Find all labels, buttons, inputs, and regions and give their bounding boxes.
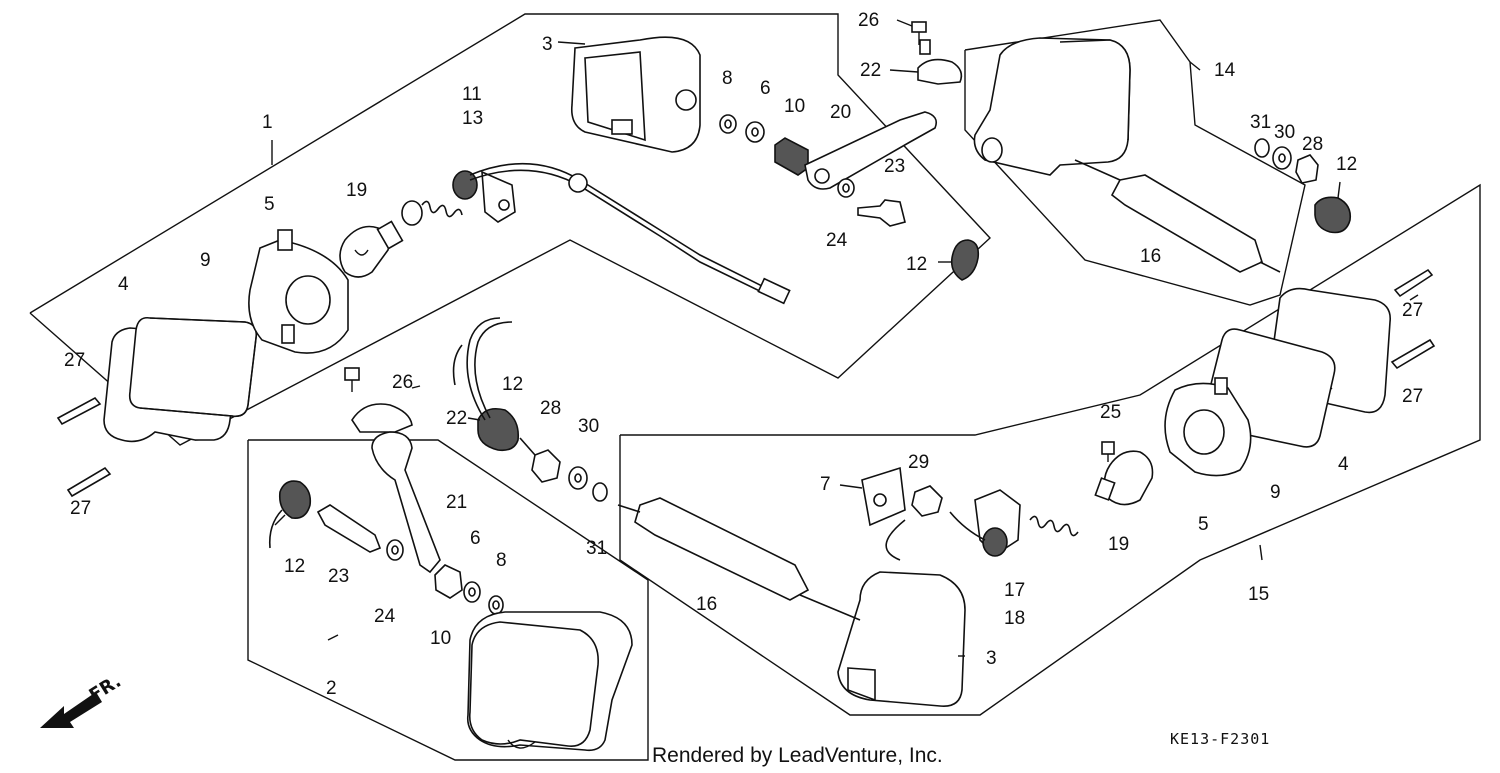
stay-20 <box>804 111 938 190</box>
stay-21 <box>371 431 441 574</box>
callout-12: 12 <box>906 254 927 275</box>
stem-16-upper <box>1074 159 1281 273</box>
callout-14: 14 <box>1214 60 1236 81</box>
grommet-12-upper <box>950 239 980 281</box>
callout-2: 2 <box>326 678 337 699</box>
callout-16: 16 <box>696 594 717 615</box>
bolt-23-lower <box>316 504 382 553</box>
callout-15: 15 <box>1248 584 1269 605</box>
washer-24-lower <box>386 539 404 561</box>
callout-11: 11 <box>462 84 482 105</box>
front-arrow-icon: FR. <box>40 671 125 728</box>
grommet-12-upper-right <box>1314 196 1352 234</box>
callout-6: 6 <box>470 528 481 549</box>
stem-16-right <box>617 497 861 621</box>
callout-9: 9 <box>1270 482 1281 503</box>
callout-24: 24 <box>826 230 848 251</box>
callout-27: 27 <box>1402 386 1423 407</box>
grommet-12-lower <box>268 480 312 549</box>
grommet-harness-12-center <box>452 317 536 456</box>
callout-30: 30 <box>578 416 599 437</box>
callout-5: 5 <box>264 194 275 215</box>
harness-upper-left <box>469 162 791 305</box>
callout-12: 12 <box>284 556 305 577</box>
callout-21: 21 <box>446 492 467 513</box>
callout-6: 6 <box>760 78 771 99</box>
callout-26: 26 <box>858 10 879 31</box>
callout-27: 27 <box>64 350 85 371</box>
screw-26-lower <box>344 367 360 392</box>
callout-19: 19 <box>346 180 367 201</box>
callout-4: 4 <box>118 274 129 295</box>
callout-28: 28 <box>540 398 561 419</box>
callout-31: 31 <box>1250 112 1271 133</box>
callout-4: 4 <box>1338 454 1349 475</box>
callout-26: 26 <box>392 372 413 393</box>
callout-12: 12 <box>502 374 523 395</box>
callout-23: 23 <box>884 156 905 177</box>
callout-22: 22 <box>860 60 881 81</box>
callout-29: 29 <box>908 452 929 473</box>
screws-27-left <box>56 396 112 498</box>
callout-30: 30 <box>1274 122 1295 143</box>
callout-9: 9 <box>200 250 211 271</box>
callout-1: 1 <box>262 112 273 133</box>
washer-8-upper <box>719 114 737 134</box>
clamp-22-lower <box>351 403 413 433</box>
screw-25 <box>1101 441 1115 462</box>
washer-24-upper <box>837 178 855 198</box>
callout-16: 16 <box>1140 246 1161 267</box>
callout-12: 12 <box>1336 154 1357 175</box>
callout-25: 25 <box>1100 402 1121 423</box>
bulb-right <box>1094 450 1154 506</box>
callout-20: 20 <box>830 102 851 123</box>
washers-6-8-lower <box>463 581 504 615</box>
callout-24: 24 <box>374 606 396 627</box>
lockwasher-6-upper <box>745 121 765 143</box>
callout-5: 5 <box>1198 514 1209 535</box>
callout-23: 23 <box>328 566 349 587</box>
callout-18: 18 <box>1004 608 1025 629</box>
bulb-upper-left <box>339 220 404 278</box>
housing-upper-right <box>973 37 1131 176</box>
callout-10: 10 <box>430 628 451 649</box>
callout-13: 13 <box>462 108 483 129</box>
assembly-outlines <box>29 13 1481 761</box>
socket-plate-upper-left <box>248 229 349 354</box>
callout-27: 27 <box>1402 300 1423 321</box>
housing-lower-left <box>466 611 633 752</box>
callout-3: 3 <box>542 34 553 55</box>
nut-29-and-bracket-7 <box>861 466 986 561</box>
housing-upper <box>570 36 701 153</box>
screw-26-upper <box>911 21 927 45</box>
callout-8: 8 <box>496 550 507 571</box>
callout-10: 10 <box>784 96 805 117</box>
bolt-23-upper <box>857 199 906 227</box>
screws-27-right <box>1390 268 1436 370</box>
leader-lines <box>271 19 1419 657</box>
socket-spring-right <box>974 489 1079 557</box>
washers-31-30-28-center <box>531 449 608 502</box>
callout-28: 28 <box>1302 134 1323 155</box>
washers-31-30-28-upper <box>1254 138 1319 184</box>
callout-3: 3 <box>986 648 997 669</box>
callout-8: 8 <box>722 68 733 89</box>
callout-7: 7 <box>820 474 831 495</box>
credit-text: Rendered by LeadVenture, Inc. <box>652 744 943 767</box>
callout-27: 27 <box>70 498 91 519</box>
clamp-22-upper <box>917 39 963 85</box>
nut-10-upper <box>774 137 809 176</box>
callout-31: 31 <box>586 538 607 559</box>
socket-spring-upper-left <box>401 170 516 226</box>
callout-17: 17 <box>1004 580 1025 601</box>
housing-right <box>837 571 966 707</box>
diagram-code: KE13-F2301 <box>1170 730 1270 748</box>
callout-labels: 1 2 3 3 4 4 5 5 6 6 7 8 8 9 9 10 10 11 1… <box>64 10 1423 699</box>
callout-22: 22 <box>446 408 467 429</box>
callout-19: 19 <box>1108 534 1129 555</box>
nut-10-lower <box>434 564 463 599</box>
socket-plate-right <box>1164 377 1252 477</box>
gasket-upper-left <box>128 316 258 418</box>
